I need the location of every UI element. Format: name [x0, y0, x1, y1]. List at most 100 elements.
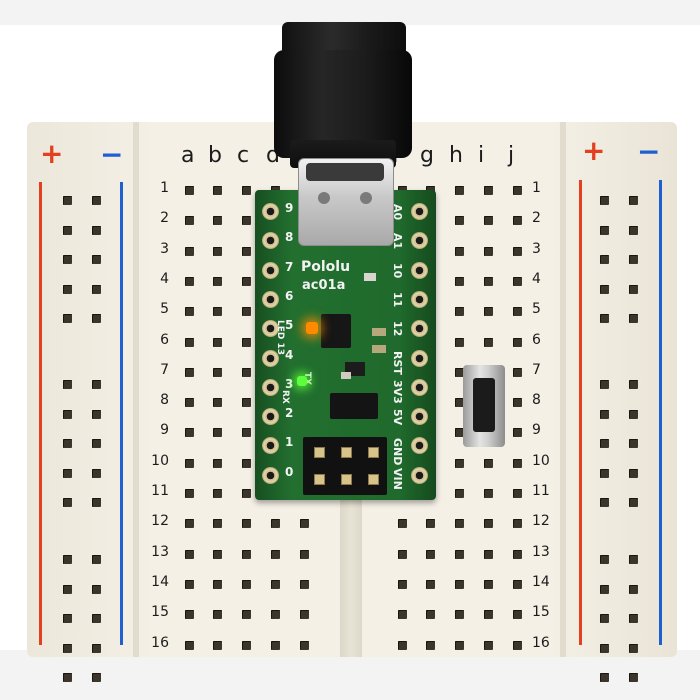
- rail-hole: [92, 643, 101, 653]
- breadboard-hole: [455, 276, 464, 286]
- rail-hole: [63, 225, 72, 235]
- breadboard-hole: [185, 610, 194, 620]
- pcb-right-pin-label: VIN: [391, 467, 404, 490]
- breadboard-hole: [185, 246, 194, 256]
- breadboard-hole: [426, 640, 435, 650]
- breadboard-hole: [455, 307, 464, 317]
- left-rail-divider: [133, 122, 139, 657]
- breadboard-hole: [455, 428, 464, 438]
- breadboard-hole: [484, 246, 493, 256]
- breadboard-hole: [513, 428, 522, 438]
- breadboard-hole: [484, 489, 493, 498]
- breadboard-hole: [300, 549, 309, 559]
- breadboard-hole: [455, 458, 464, 468]
- right-red-rail-stripe: [579, 180, 582, 645]
- breadboard-hole: [513, 519, 522, 529]
- breadboard-hole: [484, 640, 493, 650]
- pcb-left-pin-label: 1: [285, 435, 294, 450]
- breadboard-hole: [398, 519, 407, 529]
- rail-hole: [629, 673, 638, 682]
- breadboard-hole: [242, 579, 251, 589]
- row-number-right: 16: [532, 634, 550, 651]
- micro-usb-shield-hole-2: [360, 192, 372, 204]
- pcb-pin: [411, 203, 428, 220]
- breadboard-hole: [398, 610, 407, 620]
- row-number-left: 5: [160, 301, 169, 318]
- breadboard-hole: [185, 549, 194, 559]
- breadboard-hole: [271, 579, 280, 589]
- breadboard-hole: [242, 398, 251, 408]
- rail-hole: [629, 643, 638, 653]
- pcb-pin: [262, 408, 279, 426]
- rail-hole: [600, 284, 609, 294]
- breadboard-hole: [185, 489, 194, 498]
- rail-hole: [600, 225, 609, 235]
- breadboard-hole: [213, 307, 222, 317]
- pcb-smd-res: [364, 273, 376, 281]
- rail-hole: [92, 409, 101, 419]
- breadboard-hole: [484, 549, 493, 559]
- row-number-left: 9: [160, 422, 169, 439]
- row-number-left: 10: [151, 452, 169, 469]
- breadboard-hole: [455, 610, 464, 620]
- icsp-header-base: [303, 437, 387, 495]
- rail-hole: [92, 314, 101, 323]
- pcb-pin: [262, 261, 279, 279]
- rail-hole: [629, 498, 638, 507]
- rail-hole: [600, 255, 609, 264]
- rail-hole: [63, 468, 72, 478]
- pcb-pin: [411, 408, 428, 426]
- row-number-left: 14: [151, 573, 169, 590]
- breadboard-hole: [242, 246, 251, 256]
- icsp-pin: [341, 474, 352, 485]
- rail-hole: [600, 409, 609, 419]
- pcb-pin: [411, 437, 428, 455]
- rail-hole: [629, 380, 638, 389]
- pcb-pin: [411, 232, 428, 250]
- micro-usb-opening: [306, 163, 384, 181]
- breadboard-hole: [455, 579, 464, 589]
- pcb-pin: [262, 378, 279, 396]
- rail-hole: [600, 468, 609, 478]
- rail-hole: [63, 584, 72, 594]
- breadboard-hole: [213, 640, 222, 650]
- pcb-right-pin-label: GND: [391, 438, 404, 466]
- rail-hole: [600, 673, 609, 682]
- icsp-pin: [341, 447, 352, 458]
- pcb-pin: [411, 290, 428, 308]
- column-letter: b: [208, 143, 222, 168]
- right-plus-sign: +: [582, 134, 606, 167]
- breadboard-hole: [242, 610, 251, 620]
- rail-hole: [629, 409, 638, 419]
- breadboard-hole: [213, 519, 222, 529]
- row-number-left: 11: [151, 483, 169, 499]
- pcb-revision-text: ac01a: [302, 278, 346, 293]
- breadboard-hole: [213, 428, 222, 438]
- breadboard-hole: [185, 458, 194, 468]
- row-number-right: 13: [532, 543, 550, 560]
- breadboard-hole: [455, 216, 464, 226]
- breadboard-hole: [484, 337, 493, 347]
- row-number-left: 1: [160, 180, 169, 196]
- rail-hole: [629, 196, 638, 205]
- pcb-smd-cap: [372, 328, 386, 336]
- breadboard-hole: [513, 276, 522, 286]
- breadboard-hole: [513, 337, 522, 347]
- pcb-pin: [411, 261, 428, 279]
- pcb-pin: [262, 437, 279, 455]
- row-number-right: 1: [532, 180, 541, 196]
- rail-hole: [92, 498, 101, 507]
- pcb-pin: [262, 232, 279, 250]
- row-number-left: 2: [160, 210, 169, 227]
- breadboard-hole: [484, 276, 493, 286]
- rail-hole: [629, 314, 638, 323]
- breadboard-hole: [185, 307, 194, 317]
- column-letter: a: [181, 143, 195, 168]
- breadboard-hole: [398, 579, 407, 589]
- pcb-left-pin-label: 7: [285, 259, 294, 274]
- breadboard-hole: [242, 458, 251, 468]
- pcb-pin: [411, 320, 428, 338]
- breadboard-hole: [271, 640, 280, 650]
- breadboard-hole: [185, 276, 194, 286]
- row-number-right: 5: [532, 301, 541, 318]
